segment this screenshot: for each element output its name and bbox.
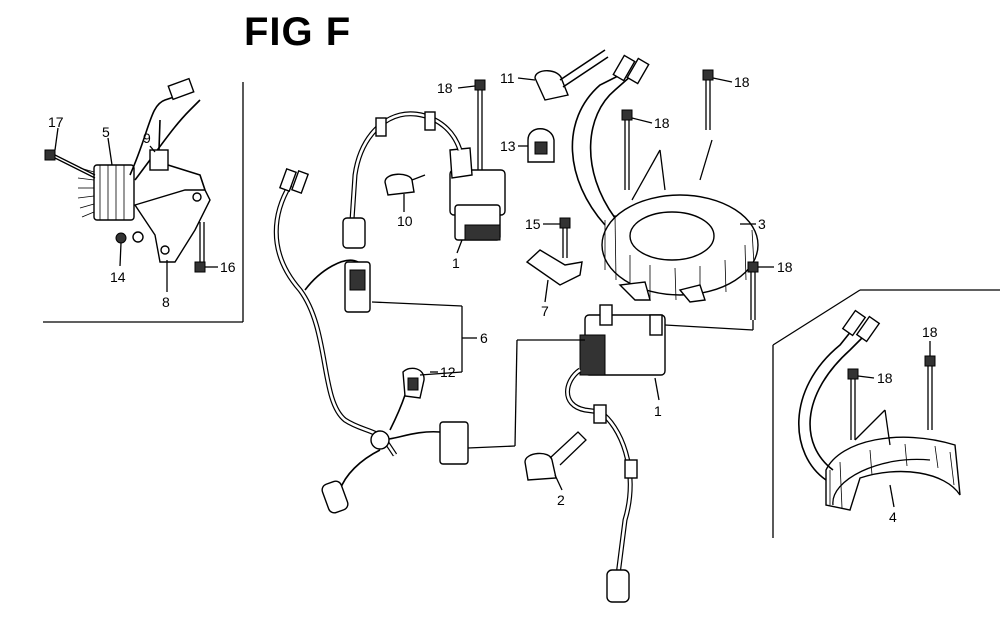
leader-lines <box>54 77 931 508</box>
bolt-18-stator-c <box>747 261 759 320</box>
ignition-coil-upper <box>342 111 506 249</box>
clamp-2 <box>524 431 587 481</box>
callout-18-stator-b: 18 <box>734 74 750 90</box>
inset-panel-left <box>43 82 244 323</box>
callout-10: 10 <box>397 213 413 229</box>
callout-12: 12 <box>440 364 456 380</box>
stator-half-4 <box>798 309 961 511</box>
callout-1-upper: 1 <box>452 255 460 271</box>
callout-18-stator-c: 18 <box>777 259 793 275</box>
bolt-15 <box>559 217 571 258</box>
inset-panel-right <box>772 289 1000 538</box>
callout-17: 17 <box>48 114 64 130</box>
plug-cap-10 <box>384 173 426 196</box>
bolt-18-stator-a <box>621 109 633 190</box>
callout-1-lower: 1 <box>654 403 662 419</box>
bolt-17 <box>44 149 96 179</box>
callout-8: 8 <box>162 294 170 310</box>
callout-11: 11 <box>500 70 515 86</box>
bolt-16 <box>194 222 206 273</box>
callout-13: 13 <box>500 138 516 154</box>
bracket-7 <box>525 249 583 286</box>
callout-labels: 17 5 9 14 8 16 18 11 13 10 1 15 7 18 18 … <box>48 70 938 525</box>
stator-3 <box>571 54 759 303</box>
washer-14 <box>115 231 144 244</box>
bolt-18-right-a <box>847 368 859 440</box>
callout-5: 5 <box>102 124 110 140</box>
bolt-18-coil-upper <box>474 79 486 170</box>
callout-4: 4 <box>889 509 897 525</box>
connector-12 <box>402 367 425 399</box>
clamp-11 <box>534 49 609 101</box>
bolt-18-right-b <box>924 355 936 430</box>
callout-18-stator-a: 18 <box>654 115 670 131</box>
bolt-18-stator-b <box>702 69 714 130</box>
callout-9: 9 <box>143 130 151 146</box>
callout-6: 6 <box>480 330 488 346</box>
callout-15: 15 <box>525 216 541 232</box>
callout-16: 16 <box>220 259 236 275</box>
callout-14: 14 <box>110 269 126 285</box>
callout-3: 3 <box>758 216 766 232</box>
figure-title: FIG F <box>244 10 352 54</box>
ignition-coil-lower <box>565 304 666 603</box>
callout-18-coil-upper: 18 <box>437 80 453 96</box>
grommet-13 <box>527 128 555 163</box>
wire-harness-6 <box>273 167 469 514</box>
callout-18-right-b: 18 <box>922 324 938 340</box>
callout-2: 2 <box>557 492 565 508</box>
callout-18-right-a: 18 <box>877 370 893 386</box>
callout-7: 7 <box>541 303 549 319</box>
regulator-rectifier <box>77 77 211 263</box>
